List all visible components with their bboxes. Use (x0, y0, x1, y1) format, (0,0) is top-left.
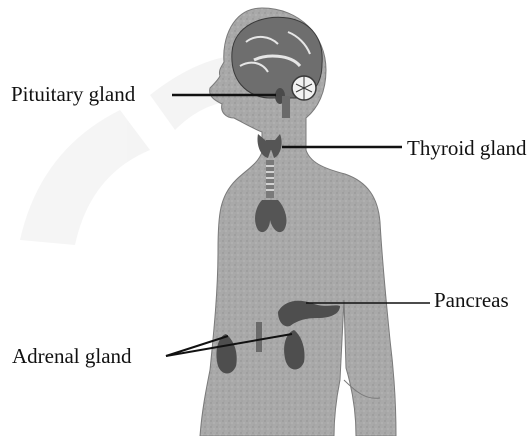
adrenal-gland-label: Adrenal gland (12, 346, 132, 367)
pituitary-gland-label: Pituitary gland (11, 84, 135, 105)
brain (232, 17, 322, 100)
spine-segment (256, 322, 262, 352)
brainstem (282, 96, 290, 118)
thyroid-gland-label: Thyroid gland (407, 138, 527, 159)
pancreas-label: Pancreas (434, 290, 509, 311)
trachea (266, 160, 274, 198)
